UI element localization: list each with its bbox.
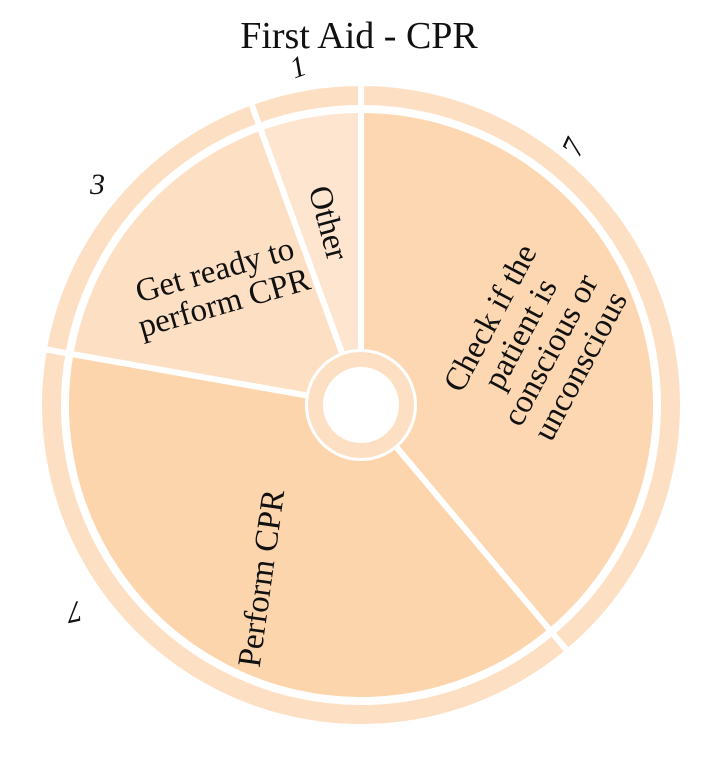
- slice-edge-dashes: [72, 130, 255, 349]
- value-label: 1: [285, 49, 310, 85]
- slice-edge-dashes: [66, 359, 546, 700]
- value-label: 3: [89, 168, 105, 201]
- slice-edge-dashes: [266, 110, 355, 128]
- chart-title: First Aid - CPR: [240, 15, 478, 57]
- donut-hole: [323, 367, 399, 443]
- pie-slice: [256, 106, 364, 360]
- pie-slices: [63, 106, 659, 703]
- value-label: 7: [62, 594, 85, 630]
- slice-edge-dashes: [367, 110, 656, 627]
